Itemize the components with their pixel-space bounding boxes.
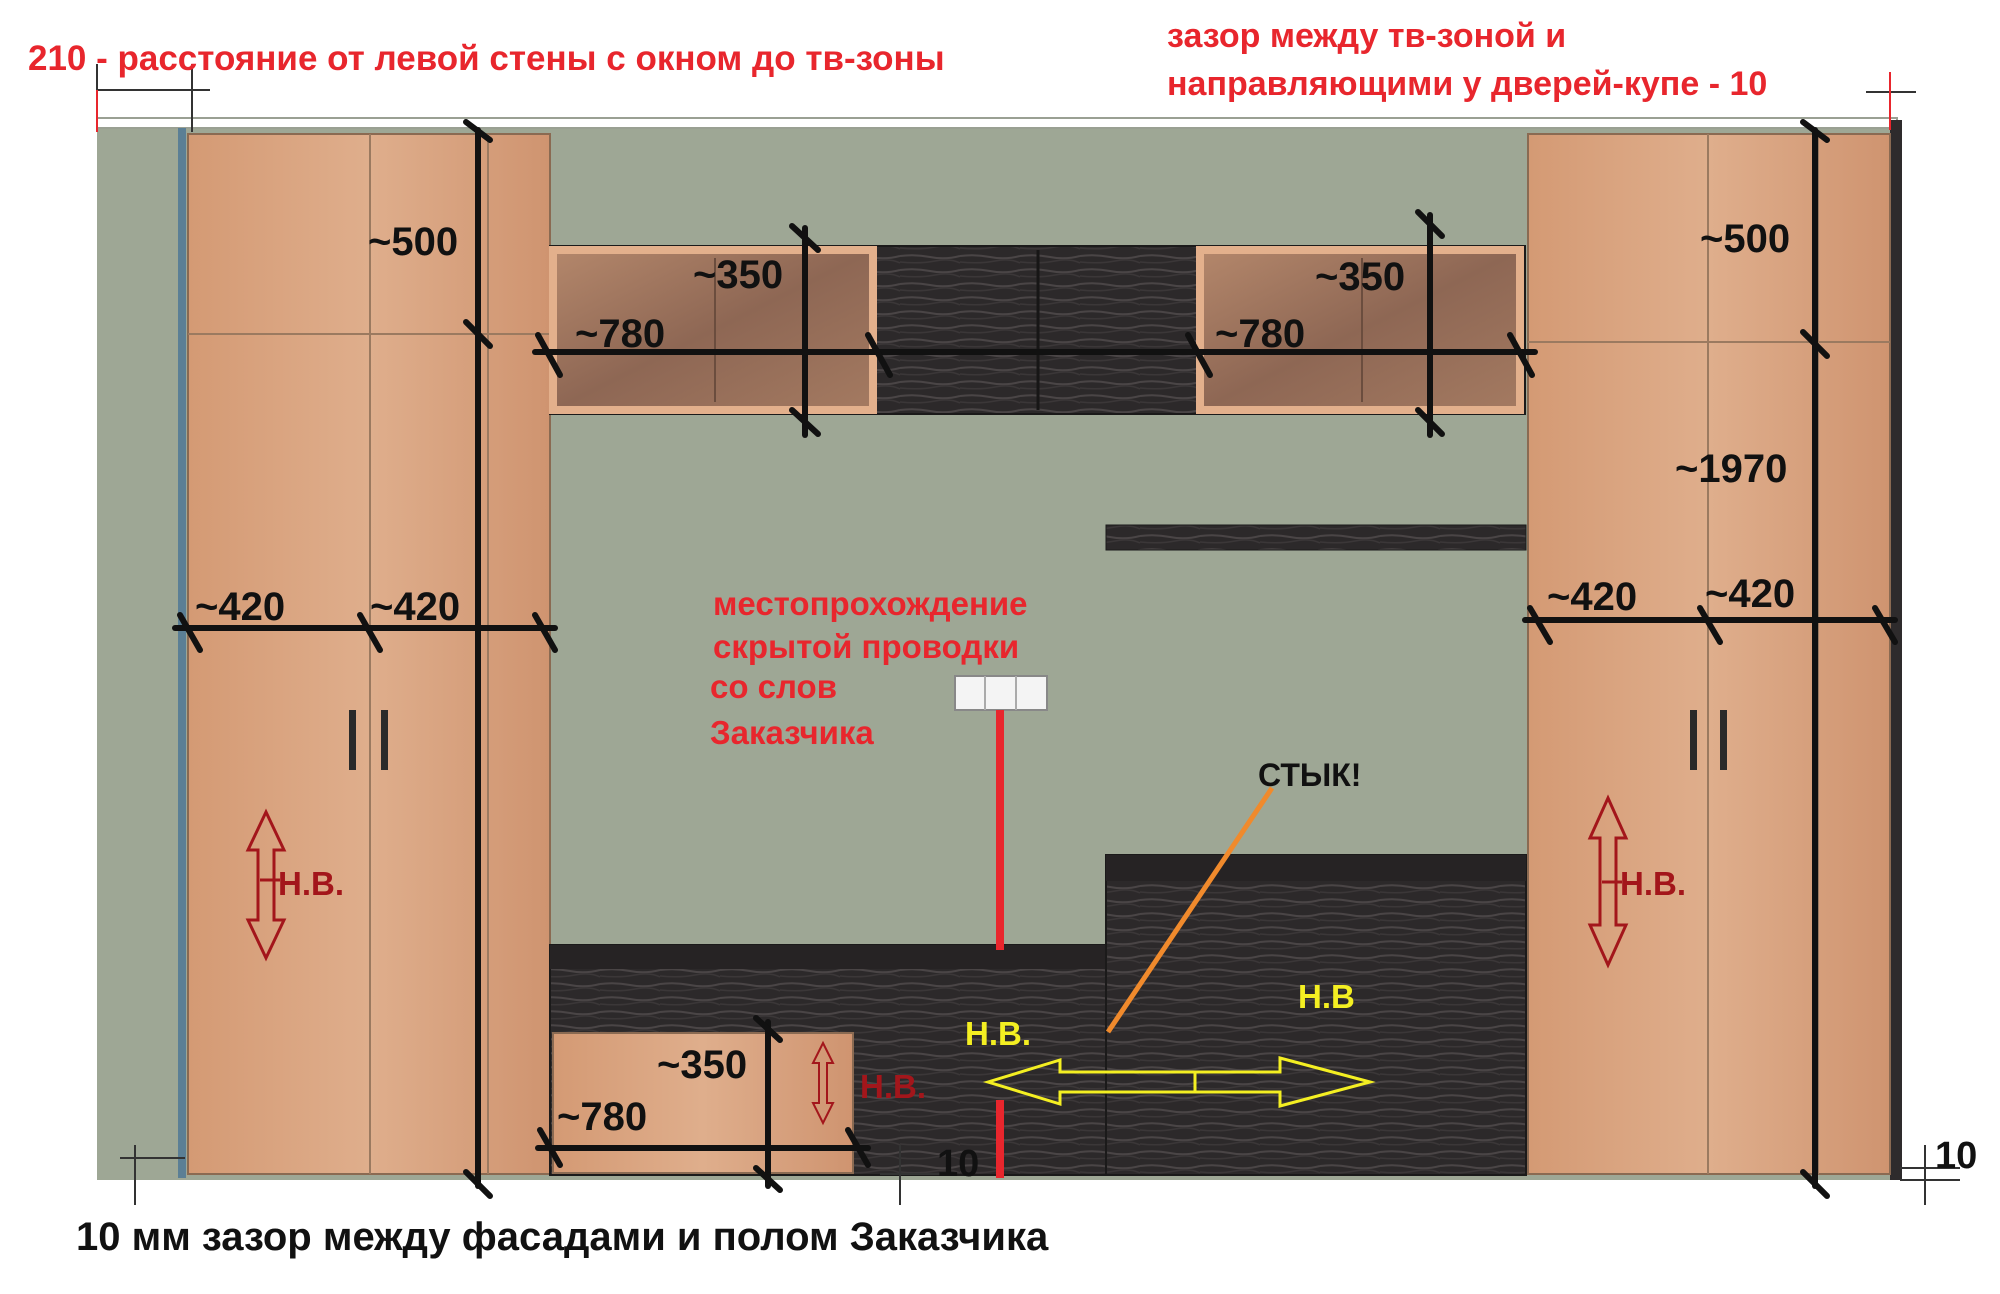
left-glass-cabinet [549,246,877,414]
nv-left-wardrobe: Н.В. [278,865,344,902]
nv-lower-drawer: Н.В. [860,1068,926,1105]
dim-right-shelf-depth: ~350 [1315,255,1405,299]
nv-arrow-left [245,808,287,962]
dim-bottom-gap-right: 10 [1935,1135,1977,1177]
right-glass-cabinet [1196,246,1524,414]
dim-right-door1-width: ~420 [1547,575,1637,619]
dim-lower-depth: ~350 [657,1043,747,1087]
nv-right-wardrobe: Н.В. [1620,865,1686,902]
left-wardrobe [187,133,551,1175]
nv-lower-right: Н.В [1298,978,1355,1015]
dim-left-shelf-width: ~780 [575,312,665,356]
nv-lower-middle: Н.В. [965,1015,1031,1052]
nv-arrow-drawer [811,1040,835,1126]
right-door-handle-2 [1720,710,1727,770]
dim-right-door2-width: ~420 [1705,572,1795,616]
note-left-offset: 210 - расстояние от левой стены с окном … [28,39,945,78]
dim-left-door1-width: ~420 [195,585,285,629]
dim-bottom-gap-mid: 10 [937,1143,979,1185]
note-floor-gap: 10 мм зазор между фасадами и полом Заказ… [76,1215,1049,1259]
upper-wall-unit [549,245,1526,415]
floating-shelf [1105,524,1527,551]
reference-ticks-red [96,72,1891,132]
dim-left-shelf-depth: ~350 [693,253,783,297]
right-wardrobe [1527,133,1891,1175]
wall-right-edge [1890,120,1902,1180]
note-wiring-3: со слов [710,668,837,705]
note-gap-top-2: направляющими у дверей-купе - 10 [1167,65,1767,103]
dimension-lines [172,119,1898,1199]
note-gap-top-1: зазор между тв-зоной и [1167,17,1566,55]
note-joint: СТЫК! [1258,757,1361,793]
lower-cabinet-left [549,944,1111,1176]
dim-left-door2-width: ~420 [370,585,460,629]
dim-right-height: ~1970 [1675,447,1787,491]
dim-right-top-height: ~500 [1700,217,1790,261]
note-wiring-2: скрытой проводки [713,628,1019,665]
wall-socket [954,675,1048,711]
wall-left-edge [178,128,186,1178]
lower-cabinet-right [1105,854,1527,1176]
left-door-handle-1 [349,710,356,770]
ceiling-line [96,117,1898,129]
dim-right-shelf-width: ~780 [1215,312,1305,356]
nv-arrow-right [1587,794,1629,969]
dim-left-top-height: ~500 [368,220,458,264]
joint-pointer [1105,786,1275,1034]
note-wiring-1: местопрохождение [713,585,1028,622]
left-door-handle-2 [381,710,388,770]
right-door-handle-1 [1690,710,1697,770]
direction-arrow [982,1056,1376,1108]
note-wiring-4: Заказчика [710,714,874,751]
dim-lower-width: ~780 [557,1095,647,1139]
